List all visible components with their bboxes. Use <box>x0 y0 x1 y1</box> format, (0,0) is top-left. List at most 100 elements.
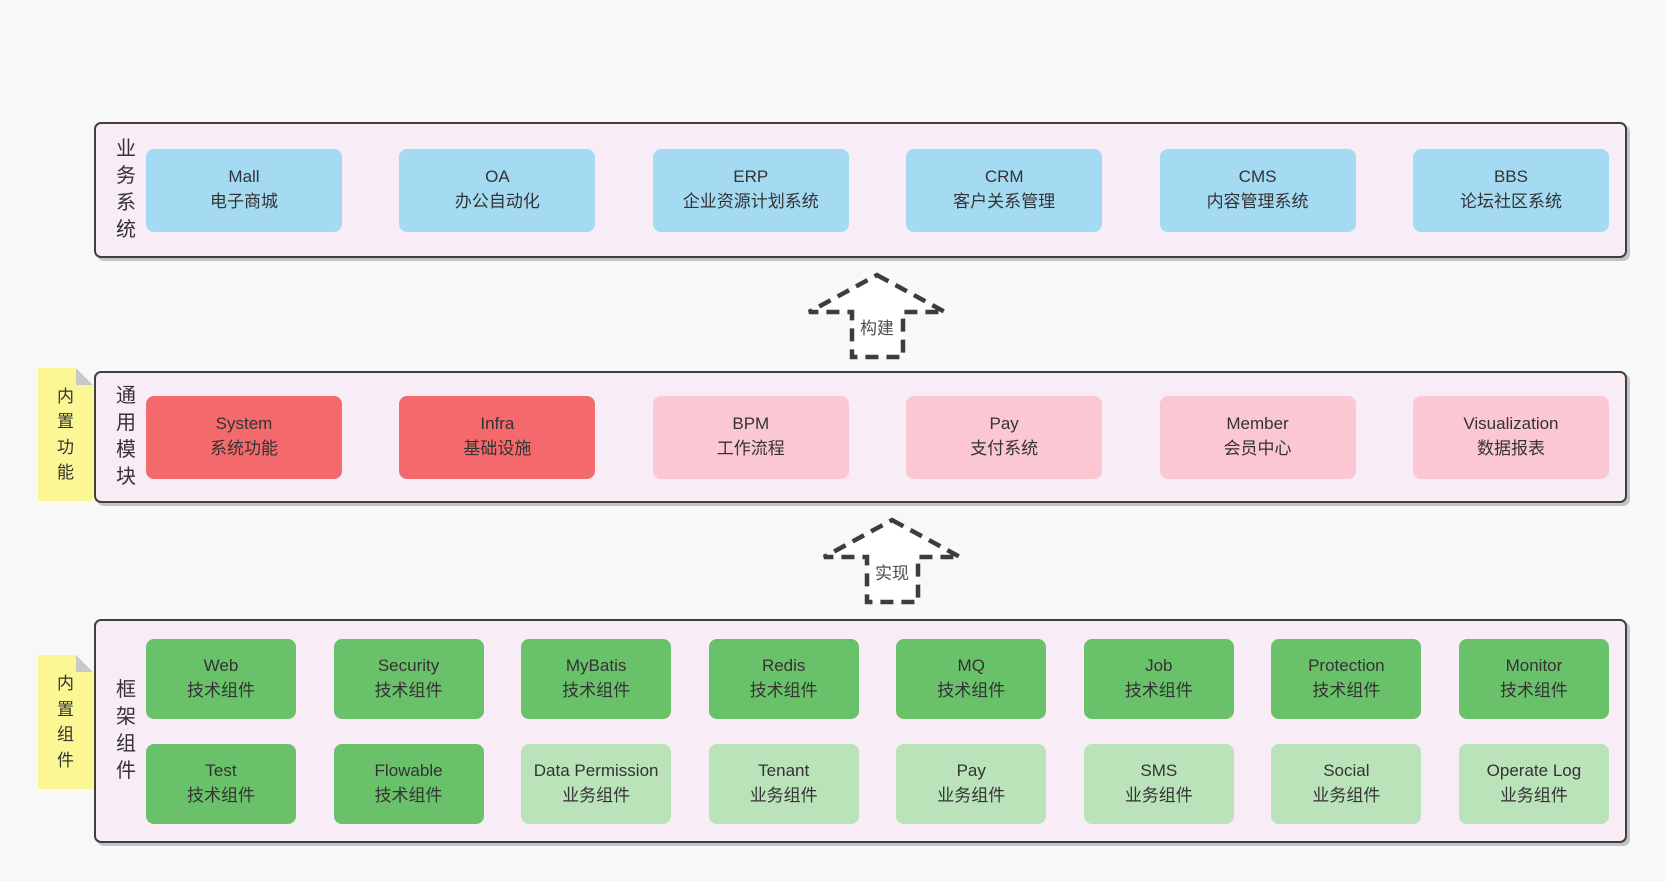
box-title: MQ <box>957 655 985 675</box>
box-title: Operate Log <box>1486 760 1582 780</box>
box-pay: Pay 支付系统 <box>906 395 1103 479</box>
box-title: CRM <box>984 167 1024 187</box>
box-subtitle: 内容管理系统 <box>1206 192 1309 211</box>
box-title: Pay <box>956 760 986 780</box>
box-data-permission: Data Permission 业务组件 <box>521 743 672 824</box>
box-subtitle: 电子商城 <box>210 192 278 211</box>
panel-label: 通用模块 <box>106 373 146 501</box>
box-subtitle: 技术组件 <box>937 680 1006 700</box>
box-protection: Protection 技术组件 <box>1271 638 1422 719</box>
box-title: BBS <box>1493 167 1528 187</box>
box-subtitle: 客户关系管理 <box>953 192 1056 211</box>
box-subtitle: 会员中心 <box>1223 439 1292 458</box>
box-subtitle: 业务组件 <box>1312 785 1381 805</box>
box-tenant: Tenant 业务组件 <box>708 743 859 824</box>
box-cms: CMS 内容管理系统 <box>1159 148 1356 232</box>
note-fold-corner-icon <box>76 368 93 385</box>
box-subtitle: 技术组件 <box>187 680 255 700</box>
box-title: Web <box>203 655 239 675</box>
box-title: Data Permission <box>533 760 659 780</box>
note-text: 内置组件 <box>57 674 74 770</box>
box-row: Mall 电子商城 OA 办公自动化 ERP 企业资源计划系统 CRM 客户关系管理 CMS 内容… <box>146 148 1609 232</box>
box-title: System <box>215 414 273 434</box>
box-title: Test <box>205 760 237 780</box>
box-system: System 系统功能 <box>146 395 342 479</box>
build-arrow-label: 构建 <box>859 314 895 339</box>
box-member: Member 会员中心 <box>1159 395 1356 479</box>
box-test: Test 技术组件 <box>146 743 296 824</box>
framework-components-panel: 框架组件 Web 技术组件 Security 技术组件 MyBatis 技术组件 Redis… <box>94 619 1627 843</box>
box-subtitle: 基础设施 <box>463 439 532 458</box>
panel-label-text: 通用模块 <box>116 385 136 488</box>
box-bbs: BBS 论坛社区系统 <box>1412 148 1609 232</box>
box-title: Monitor <box>1505 655 1563 675</box>
box-job: Job 技术组件 <box>1083 638 1234 719</box>
box-subtitle: 办公自动化 <box>454 192 540 211</box>
box-title: Social <box>1323 760 1370 780</box>
box-title: Visualization <box>1463 414 1559 434</box>
box-title: Protection <box>1308 655 1385 675</box>
box-subtitle: 技术组件 <box>374 680 443 700</box>
builtin-components-note: 内置组件 <box>38 655 93 789</box>
note-fold-corner-icon <box>76 655 93 672</box>
box-subtitle: 支付系统 <box>970 439 1039 458</box>
box-subtitle: 技术组件 <box>1312 680 1381 700</box>
panel-label: 框架组件 <box>106 621 146 841</box>
box-subtitle: 业务组件 <box>1124 785 1193 805</box>
box-sms: SMS 业务组件 <box>1083 743 1234 824</box>
panel-label-text: 业务系统 <box>116 138 136 241</box>
box-subtitle: 业务组件 <box>562 785 631 805</box>
implement-arrow: 实现 <box>821 517 963 605</box>
box-subtitle: 论坛社区系统 <box>1459 192 1562 211</box>
builtin-features-note: 内置功能 <box>38 368 93 501</box>
business-systems-boxes: Mall 电子商城 OA 办公自动化 ERP 企业资源计划系统 CRM 客户关系管理 CMS 内容… <box>146 124 1625 256</box>
box-subtitle: 工作流程 <box>716 439 785 458</box>
box-title: SMS <box>1140 760 1178 780</box>
box-web: Web 技术组件 <box>146 638 296 719</box>
box-title: Mall <box>228 167 260 187</box>
box-title: Job <box>1145 655 1173 675</box>
box-erp: ERP 企业资源计划系统 <box>652 148 849 232</box>
box-subtitle: 业务组件 <box>937 785 1006 805</box>
box-subtitle: 系统功能 <box>210 439 278 458</box>
box-title: Pay <box>989 414 1019 434</box>
box-title: Tenant <box>758 760 810 780</box>
box-visualization: Visualization 数据报表 <box>1412 395 1609 479</box>
box-title: Flowable <box>374 760 443 780</box>
box-subtitle: 技术组件 <box>1124 680 1193 700</box>
box-title: CMS <box>1238 167 1277 187</box>
box-subtitle: 技术组件 <box>1499 680 1568 700</box>
box-title: ERP <box>733 167 769 187</box>
box-subtitle: 企业资源计划系统 <box>682 192 819 211</box>
box-mq: MQ 技术组件 <box>896 638 1047 719</box>
box-title: Redis <box>761 655 806 675</box>
box-subtitle: 数据报表 <box>1476 439 1545 458</box>
box-security: Security 技术组件 <box>333 638 484 719</box>
box-mybatis: MyBatis 技术组件 <box>521 638 672 719</box>
box-pay: Pay 业务组件 <box>896 743 1047 824</box>
box-title: OA <box>485 167 510 187</box>
box-flowable: Flowable 技术组件 <box>333 743 484 824</box>
box-title: MyBatis <box>565 655 627 675</box>
build-arrow: 构建 <box>806 272 948 360</box>
box-mall: Mall 电子商城 <box>146 148 342 232</box>
panel-label: 业务系统 <box>106 124 146 256</box>
box-oa: OA 办公自动化 <box>399 148 596 232</box>
box-title: Security <box>377 655 440 675</box>
box-subtitle: 技术组件 <box>562 680 631 700</box>
implement-arrow-label: 实现 <box>874 559 910 584</box>
box-subtitle: 业务组件 <box>749 785 818 805</box>
box-subtitle: 技术组件 <box>374 785 443 805</box>
box-subtitle: 技术组件 <box>187 785 255 805</box>
box-crm: CRM 客户关系管理 <box>906 148 1103 232</box>
business-systems-panel: 业务系统 Mall 电子商城 OA 办公自动化 ERP 企业资源计划系统 CRM 客户关系管理… <box>94 122 1627 258</box>
box-title: Member <box>1226 414 1289 434</box>
